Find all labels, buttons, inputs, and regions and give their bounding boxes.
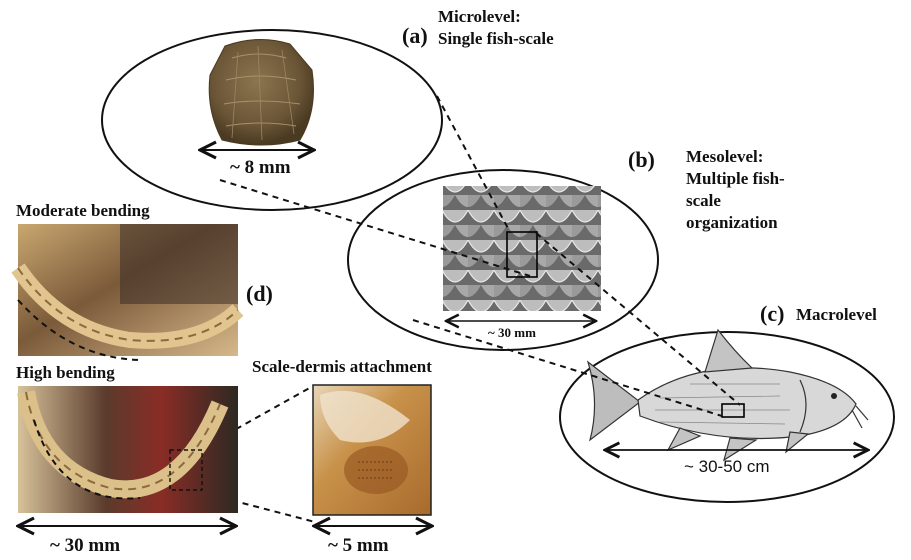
label-c: (c): [760, 302, 784, 325]
label-a: (a): [402, 24, 428, 47]
scale-label-d-large: ~ 30 mm: [50, 536, 120, 556]
microlevel-title: Microlevel:: [438, 8, 521, 26]
scale-dermis-attachment-photo: [313, 385, 431, 515]
single-fish-scale-image: [209, 39, 313, 145]
multiple-scales-image: [443, 186, 601, 311]
macrolevel-title: Macrolevel: [796, 306, 877, 324]
scale-label-b: ~ 30 mm: [488, 326, 536, 340]
scale-label-c: ~ 30-50 cm: [684, 458, 770, 476]
scale-label-a: ~ 8 mm: [230, 158, 291, 178]
high-bending-title: High bending: [16, 364, 115, 382]
high-bending-photo: [18, 386, 238, 513]
label-b: (b): [628, 148, 655, 171]
label-d: (d): [246, 282, 273, 305]
scale-dermis-attachment-title: Scale-dermis attachment: [252, 358, 432, 376]
mesolevel-line-2: Multiple fish-: [686, 170, 785, 188]
moderate-bending-title: Moderate bending: [16, 202, 150, 220]
single-fish-scale-title: Single fish-scale: [438, 30, 554, 48]
mesolevel-line-4: organization: [686, 214, 778, 232]
moderate-bending-photo: [18, 224, 238, 360]
mesolevel-title: Mesolevel:: [686, 148, 763, 166]
mesolevel-line-3: scale: [686, 192, 721, 210]
scale-label-d-small: ~ 5 mm: [328, 536, 389, 556]
